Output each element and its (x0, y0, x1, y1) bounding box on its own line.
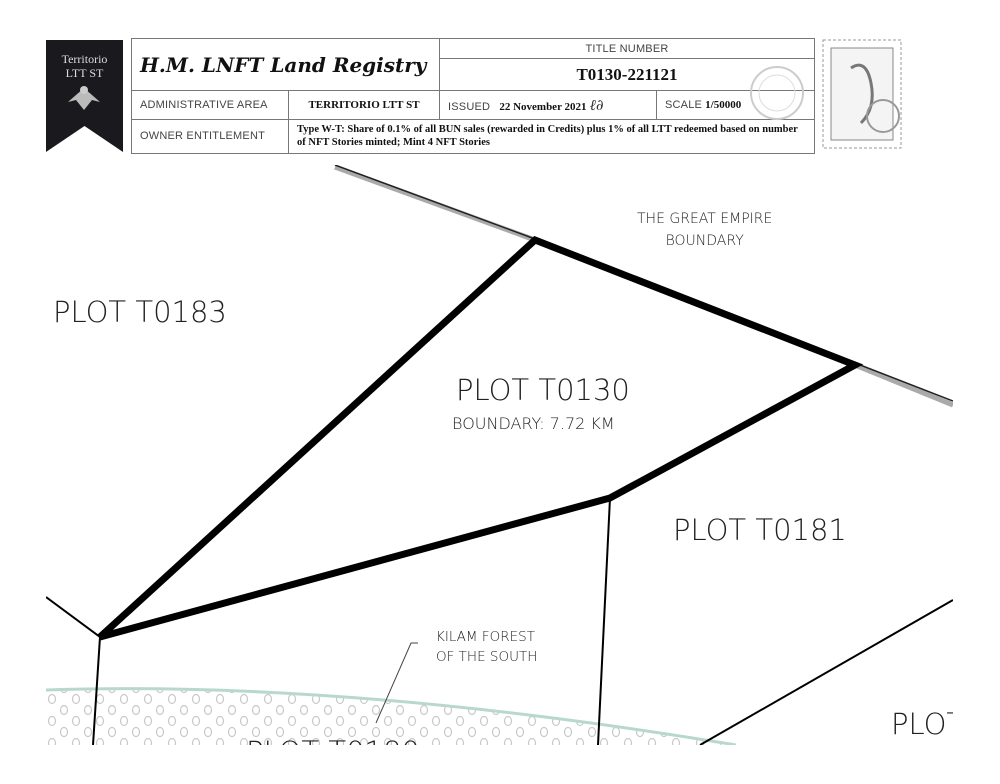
boundary-length: BOUNDARY: 7.72 KM (452, 414, 615, 433)
postage-stamp-icon (822, 39, 902, 149)
owner-entitlement: Type W-T: Share of 0.1% of all BUN sales… (297, 124, 798, 149)
forest-edge (46, 687, 737, 745)
scale-label: SCALE (665, 99, 703, 112)
badge-line-1: Territorio (61, 52, 108, 66)
issued-date: 22 November 2021 (499, 100, 587, 113)
territory-badge (46, 40, 123, 152)
leader-line (375, 642, 418, 724)
empire-label-1: THE GREAT EMPIRE (637, 211, 773, 227)
registry-header: H.M. LNFT Land Registry TITLE NUMBER T01… (131, 37, 815, 155)
badge-text: Territorio LTT ST (46, 52, 123, 80)
title-number-label: TITLE NUMBER (585, 42, 669, 55)
forest-label-2: OF THE SOUTH (436, 649, 538, 665)
plot-t0183-label: PLOT T0183 (53, 295, 227, 329)
admin-area: TERRITORIO LTT ST (308, 99, 420, 112)
owner-label: OWNER ENTITLEMENT (140, 130, 266, 143)
plot-map: THE GREAT EMPIRE BOUNDARY PLOT T0183 PLO… (46, 165, 953, 745)
empire-boundary (334, 165, 953, 408)
plot-right-label: PLOT (891, 707, 953, 741)
issued-label: ISSUED (448, 100, 491, 113)
seal-icon (750, 66, 804, 120)
badge-line-2: LTT ST (65, 66, 104, 80)
plot-bottom-label: PLOT T0180 (246, 735, 420, 745)
forest-label-1: KILAM FOREST (436, 629, 535, 645)
forest-area (46, 688, 736, 745)
title-number: T0130-221121 (576, 64, 678, 84)
plot-t0181-label: PLOT T0181 (673, 513, 847, 547)
map-lines (46, 165, 953, 745)
scale-value: 1/50000 (705, 99, 742, 112)
plot-t0130-label: PLOT T0130 (456, 373, 630, 407)
plot-t0130-boundary (97, 235, 864, 641)
registry-title: H.M. LNFT Land Registry (140, 52, 427, 77)
signature-icon: ℓ∂ (589, 95, 604, 114)
admin-area-label: ADMINISTRATIVE AREA (140, 99, 268, 112)
empire-label-2: BOUNDARY (665, 233, 744, 249)
